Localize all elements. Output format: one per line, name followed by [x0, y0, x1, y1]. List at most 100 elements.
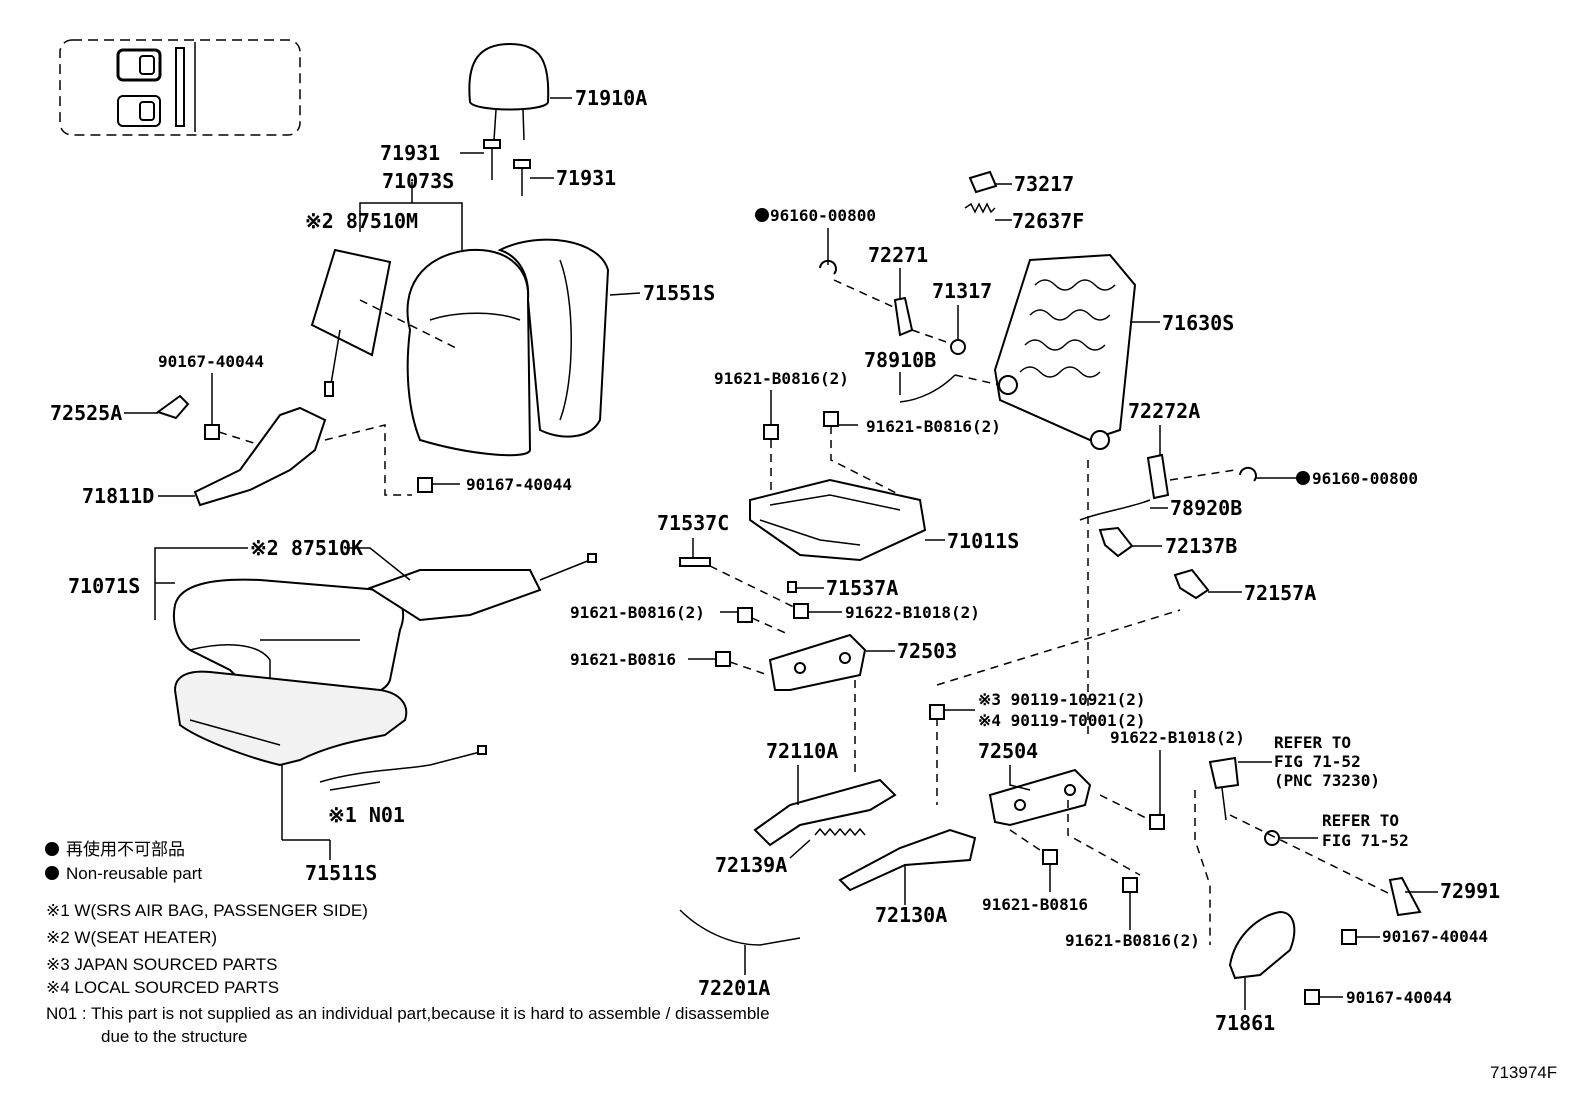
legend-note-3: ※3 JAPAN SOURCED PARTS [46, 955, 278, 974]
bolt-part-91622-mid [793, 603, 842, 619]
label-71071S: 71071S [68, 574, 140, 598]
label-refer2-line2: FIG 71-52 [1322, 831, 1409, 850]
cover-part-72137B [1098, 526, 1162, 558]
label-90167-d: 90167-40044 [1346, 988, 1452, 1007]
label-71537A: 71537A [826, 576, 898, 600]
label-refer1-line2: FIG 71-52 [1274, 752, 1361, 771]
seat-rail-part-72110A [753, 765, 897, 847]
label-refer1-line1: REFER TO [1274, 733, 1351, 752]
screw-part-90167-right-upper [1341, 929, 1380, 945]
label-71511S: 71511S [305, 861, 377, 885]
label-90167-a: 90167-40044 [158, 352, 264, 371]
spring-part-72637F [964, 202, 1012, 221]
bolt-part-90119 [929, 609, 1181, 805]
label-71811D: 71811D [82, 484, 154, 508]
label-72137B: 72137B [1165, 534, 1237, 558]
label-91622-b: 91622-B1018(2) [1110, 728, 1245, 747]
washer-part-96160-lower [1169, 466, 1310, 485]
label-N01: ※1 N01 [328, 803, 405, 827]
screw-part-90167-upper [204, 373, 261, 446]
label-73217: 73217 [1014, 172, 1074, 196]
label-96160-a: 96160-00800 [770, 206, 876, 225]
seat-rail-part-72130A [838, 828, 977, 905]
screw-part-90167-right-lower [1304, 989, 1343, 1005]
side-cover-part-71861 [1228, 910, 1296, 1010]
label-72504: 72504 [978, 739, 1038, 763]
legend-nonreusable-en: Non-reusable part [66, 864, 202, 883]
nut-part-refer [1229, 814, 1393, 896]
label-71011S: 71011S [947, 529, 1019, 553]
label-72271: 72271 [868, 243, 928, 267]
label-72139A: 72139A [715, 853, 787, 877]
rail-bracket-part-72503 [768, 633, 895, 775]
lever-part-72271 [893, 268, 956, 346]
label-71630S: 71630S [1162, 311, 1234, 335]
seatback-frame-part [993, 253, 1160, 450]
harness-part-N01 [319, 745, 487, 791]
label-72991: 72991 [1440, 879, 1500, 903]
label-87510M: ※2 87510M [305, 209, 418, 233]
label-refer1-line3: (PNC 73230) [1274, 771, 1380, 790]
clip-part-72525A [124, 394, 190, 420]
label-91622-a: 91622-B1018(2) [845, 603, 980, 622]
legend-note-2: ※2 W(SEAT HEATER) [46, 928, 217, 947]
label-71551S: 71551S [643, 281, 715, 305]
label-96160-b: 96160-00800 [1312, 469, 1418, 488]
bolt-part-91621-mid [720, 607, 791, 636]
label-71861: 71861 [1215, 1011, 1275, 1035]
label-71537C: 71537C [657, 511, 729, 535]
label-91621-f: 91621-B0816(2) [1065, 931, 1200, 950]
bullet-icon [45, 866, 59, 880]
label-90167-b: 90167-40044 [466, 475, 572, 494]
label-71931-b: 71931 [556, 166, 616, 190]
bolt-part-91622-lower [1099, 750, 1165, 830]
label-refer2-line1: REFER TO [1322, 811, 1399, 830]
seat-locator-inset [59, 39, 301, 136]
label-90167-c: 90167-40044 [1382, 927, 1488, 946]
pad-part-71537C [679, 538, 801, 611]
label-78920B: 78920B [1170, 496, 1242, 520]
label-71910A: 71910A [575, 86, 647, 110]
label-72272A: 72272A [1128, 399, 1200, 423]
label-71073S: 71073S [382, 169, 454, 193]
label-87510K: ※2 87510K [250, 536, 363, 560]
legend-n01-line1: N01 : This part is not supplied as an in… [46, 1004, 770, 1023]
cable-part-78910B [899, 372, 1001, 403]
label-72110A: 72110A [766, 739, 838, 763]
legend-note-4: ※4 LOCAL SOURCED PARTS [46, 978, 279, 997]
label-72503: 72503 [897, 639, 957, 663]
legend-nonreusable-jp: 再使用不可部品 [66, 839, 185, 859]
pad-part-71537A [787, 581, 824, 593]
label-78910B: 78910B [864, 348, 936, 372]
label-91621-e: 91621-B0816 [982, 895, 1088, 914]
legend-note-1: ※1 W(SRS AIR BAG, PASSENGER SIDE) [46, 901, 368, 920]
washer-part-71317 [950, 305, 966, 355]
cushion-heater-part [345, 547, 597, 622]
label-72130A: 72130A [875, 903, 947, 927]
bolt-part-91621-lower-pair [1122, 877, 1138, 930]
washer-part-96160-upper [755, 208, 901, 311]
label-72637F: 72637F [1012, 209, 1084, 233]
label-91621-a: 91621-B0816(2) [714, 369, 849, 388]
part-labels: 71910A 71931 71931 71073S ※2 87510M 7155… [50, 86, 1500, 1035]
figure-id: 713974F [1490, 1063, 1557, 1082]
seatback-heater-part [310, 248, 461, 397]
bolt-part-91621-upper-left [763, 390, 779, 510]
cover-part-72157A [1173, 568, 1242, 600]
label-90119-a: ※3 90119-10921(2) [978, 690, 1146, 709]
wire-part-72201A [679, 909, 801, 975]
bolt-part-91621-single-lower [1009, 829, 1058, 892]
label-91621-c: 91621-B0816(2) [570, 603, 705, 622]
label-72157A: 72157A [1244, 581, 1316, 605]
label-71931-a: 71931 [380, 141, 440, 165]
headrest-part [468, 42, 572, 141]
spring-part-72139A [789, 827, 866, 859]
legend-n01-line2: due to the structure [101, 1027, 247, 1046]
legend: 再使用不可部品 Non-reusable part ※1 W(SRS AIR B… [45, 839, 770, 1046]
bullet-icon [45, 842, 59, 856]
label-72525A: 72525A [50, 401, 122, 425]
seat-frame-part [749, 460, 1089, 735]
lever-part-72272A [1146, 425, 1170, 500]
seatback-cover-part [359, 182, 641, 457]
